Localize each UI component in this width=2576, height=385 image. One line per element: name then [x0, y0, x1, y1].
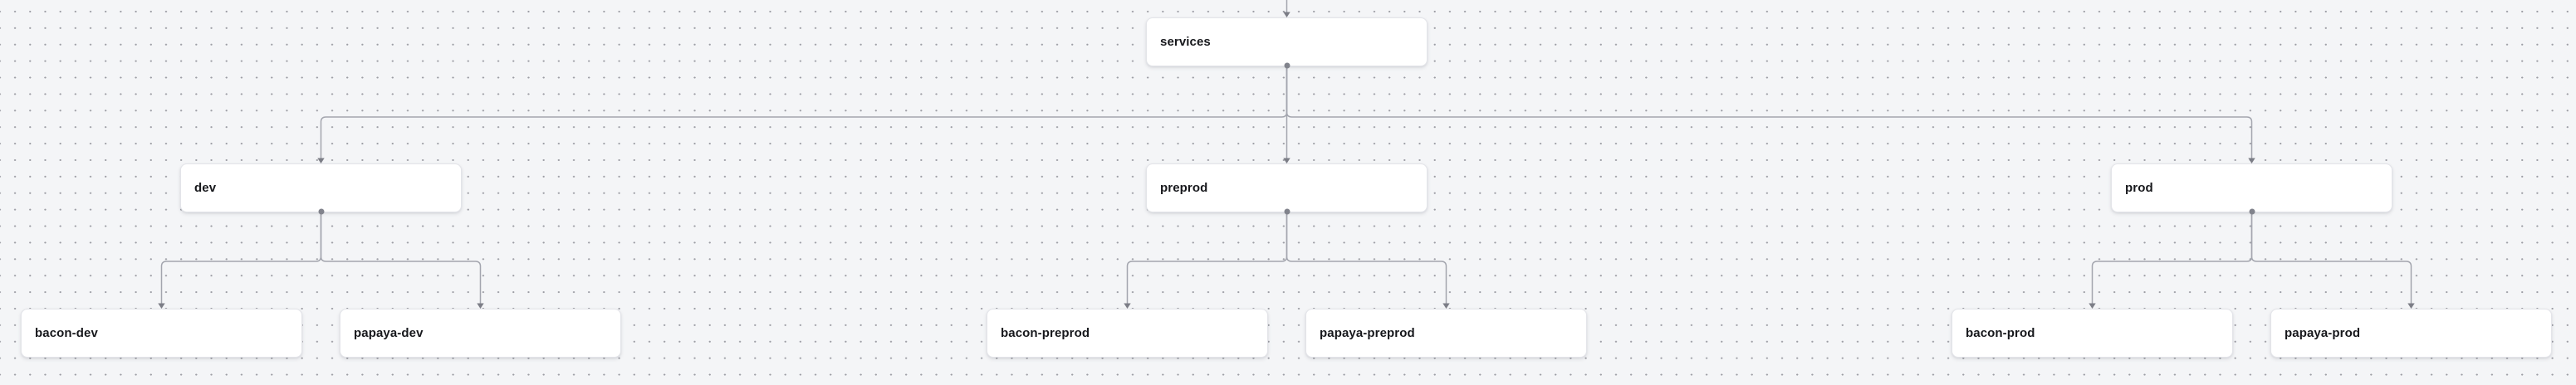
- node-label: papaya-preprod: [1320, 326, 1415, 340]
- flow-node-dev[interactable]: dev: [180, 163, 462, 215]
- node-label: prod: [2125, 181, 2153, 195]
- edge-dev-bacon-dev: [160, 212, 322, 308]
- node-label: bacon-prod: [1966, 326, 2035, 340]
- edge-prod-papaya-prod: [2250, 212, 2412, 308]
- flow-node-papaya-prod[interactable]: papaya-prod: [2270, 309, 2552, 358]
- flow-node-papaya-dev[interactable]: papaya-dev: [340, 309, 621, 358]
- flow-node-prod[interactable]: prod: [2111, 163, 2392, 215]
- flow-node-bacon-preprod[interactable]: bacon-preprod: [987, 309, 1268, 358]
- source-handle-icon[interactable]: [1284, 208, 1290, 215]
- edge-services-prod: [1286, 66, 2253, 163]
- flow-node-bacon-dev[interactable]: bacon-dev: [21, 309, 302, 358]
- edge-preprod-bacon-preprod: [1126, 212, 1288, 308]
- edge-preprod-papaya-preprod: [1286, 212, 1447, 308]
- flow-node-services[interactable]: services: [1146, 17, 1428, 69]
- node-label: services: [1160, 35, 1211, 49]
- edge-prod-bacon-prod: [2091, 212, 2253, 308]
- flow-node-bacon-prod[interactable]: bacon-prod: [1952, 309, 2233, 358]
- node-label: dev: [194, 181, 217, 195]
- node-label: preprod: [1160, 181, 1208, 195]
- edge-dev-papaya-dev: [320, 212, 482, 308]
- source-handle-icon[interactable]: [2249, 208, 2255, 215]
- flow-node-papaya-preprod[interactable]: papaya-preprod: [1305, 309, 1587, 358]
- flow-node-preprod[interactable]: preprod: [1146, 163, 1428, 215]
- node-label: papaya-prod: [2285, 326, 2361, 340]
- node-label: bacon-dev: [35, 326, 98, 340]
- edge-services-dev: [320, 66, 1288, 163]
- source-handle-icon[interactable]: [318, 208, 324, 215]
- source-handle-icon[interactable]: [1284, 62, 1290, 69]
- node-label: bacon-preprod: [1001, 326, 1090, 340]
- node-label: papaya-dev: [354, 326, 424, 340]
